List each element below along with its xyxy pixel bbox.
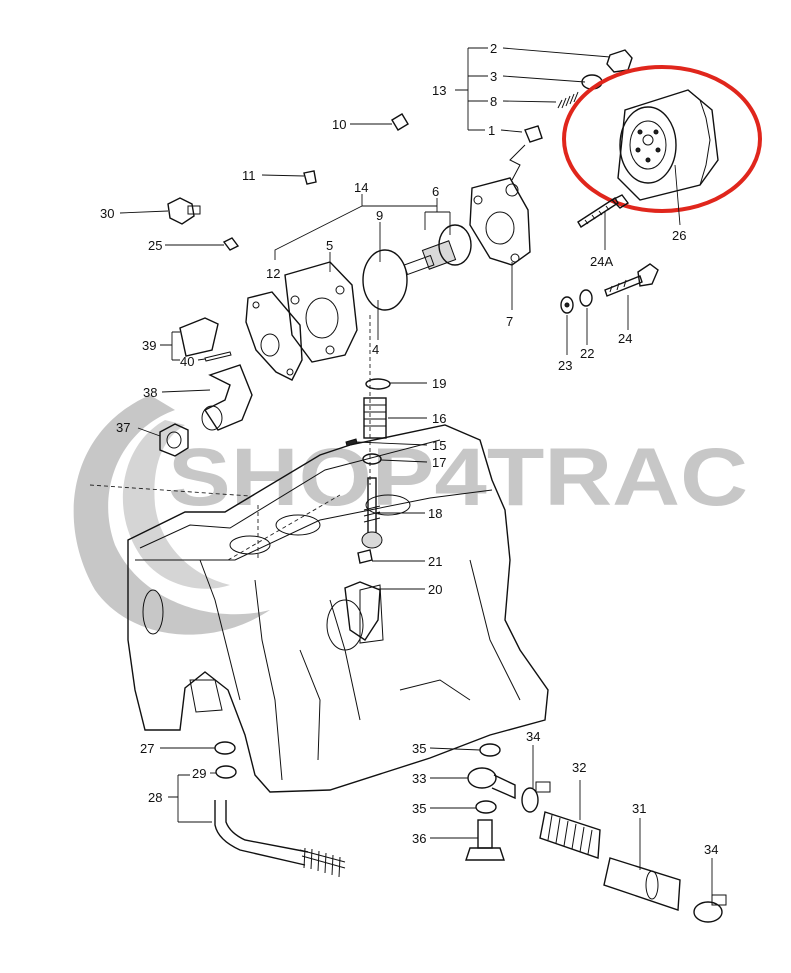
highlight-circle <box>562 65 762 213</box>
hose-38 <box>203 364 253 431</box>
washer-29 <box>215 765 237 779</box>
pin-40 <box>204 351 232 362</box>
callout-10: 10 <box>332 117 346 132</box>
callout-30: 30 <box>100 206 114 221</box>
guide-line <box>227 494 341 561</box>
watermark-swoosh <box>73 395 270 635</box>
callout-34b: 34 <box>704 842 718 857</box>
o-ring-19 <box>365 378 391 390</box>
callout-17: 17 <box>432 455 446 470</box>
callout-23: 23 <box>558 358 572 373</box>
nut-2 <box>606 49 633 73</box>
stud-24a <box>577 194 630 228</box>
plug-10 <box>391 113 409 131</box>
o-ring-9 <box>362 249 408 311</box>
plug-25 <box>222 237 240 251</box>
washer-23 <box>560 296 574 314</box>
callout-6: 6 <box>432 184 439 199</box>
pump-cover-7 <box>469 177 531 266</box>
rotor-shaft-6 <box>403 224 472 276</box>
callout-24: 24 <box>618 331 632 346</box>
callout-11: 11 <box>242 168 256 183</box>
guide-line <box>89 484 251 497</box>
callout-16: 16 <box>432 411 446 426</box>
washer-27 <box>214 741 236 755</box>
leader-lines <box>119 47 713 898</box>
callout-39: 39 <box>142 338 156 353</box>
sender-30 <box>167 197 201 225</box>
hose-31 <box>603 857 681 911</box>
valve-1 <box>524 125 543 143</box>
oil-pump-assembly <box>245 177 531 381</box>
callout-4: 4 <box>372 342 379 357</box>
callout-36: 36 <box>412 831 426 846</box>
oil-filter-26 <box>617 89 719 201</box>
callout-3: 3 <box>490 69 497 84</box>
callout-12: 12 <box>266 266 280 281</box>
nut-37 <box>159 423 189 457</box>
callout-34a: 34 <box>526 729 540 744</box>
callout-5: 5 <box>326 238 333 253</box>
callout-19: 19 <box>432 376 446 391</box>
banjo-bolt-36 <box>465 819 505 861</box>
clamp-34a <box>521 781 551 813</box>
bolt-21 <box>357 549 373 564</box>
callout-35a: 35 <box>412 741 426 756</box>
callout-18: 18 <box>428 506 442 521</box>
o-ring-17 <box>362 453 382 465</box>
plug-11 <box>303 170 317 185</box>
watermark-text: SHOP4TRAC <box>168 432 748 523</box>
gasket-12 <box>245 291 303 381</box>
callout-labels: 2 3 13 8 1 10 11 14 6 9 30 25 12 5 26 24… <box>100 41 718 857</box>
callout-32: 32 <box>572 760 586 775</box>
callout-33: 33 <box>412 771 426 786</box>
callout-25: 25 <box>148 238 162 253</box>
callout-38: 38 <box>143 385 157 400</box>
callout-8: 8 <box>490 94 497 109</box>
callout-28: 28 <box>148 790 162 805</box>
bolt-24 <box>604 263 659 297</box>
washer-35b <box>475 800 497 814</box>
callout-20: 20 <box>428 582 442 597</box>
spring-8 <box>557 91 579 109</box>
lockwasher-22 <box>579 289 593 307</box>
callout-9: 9 <box>376 208 383 223</box>
housing-20 <box>344 581 381 641</box>
callout-13: 13 <box>432 83 446 98</box>
callout-37: 37 <box>116 420 130 435</box>
shaft-18 <box>361 477 383 549</box>
callout-7: 7 <box>506 314 513 329</box>
callout-21: 21 <box>428 554 442 569</box>
callout-29: 29 <box>192 766 206 781</box>
pin-15 <box>345 438 358 447</box>
callout-2: 2 <box>490 41 497 56</box>
pipe-28 <box>214 800 346 878</box>
hose-32 <box>539 811 601 859</box>
callout-15: 15 <box>432 438 446 453</box>
callout-31: 31 <box>632 801 646 816</box>
pump-body-5 <box>284 261 358 363</box>
banjo-33 <box>467 767 516 800</box>
callout-1: 1 <box>488 123 495 138</box>
clamp-34b <box>693 894 727 923</box>
drive-gear-16 <box>363 397 387 439</box>
callout-14: 14 <box>354 180 368 195</box>
callout-24A: 24A <box>590 254 613 269</box>
engine-block <box>127 424 549 793</box>
washer-35a <box>479 743 501 757</box>
watermark-swoosh-inner <box>122 420 230 589</box>
callout-27: 27 <box>140 741 154 756</box>
watermark: SHOP4TRAC <box>73 395 748 635</box>
callout-22: 22 <box>580 346 594 361</box>
callout-40: 40 <box>180 354 194 369</box>
bracket-39 <box>179 317 219 357</box>
callout-35b: 35 <box>412 801 426 816</box>
callout-26: 26 <box>672 228 686 243</box>
